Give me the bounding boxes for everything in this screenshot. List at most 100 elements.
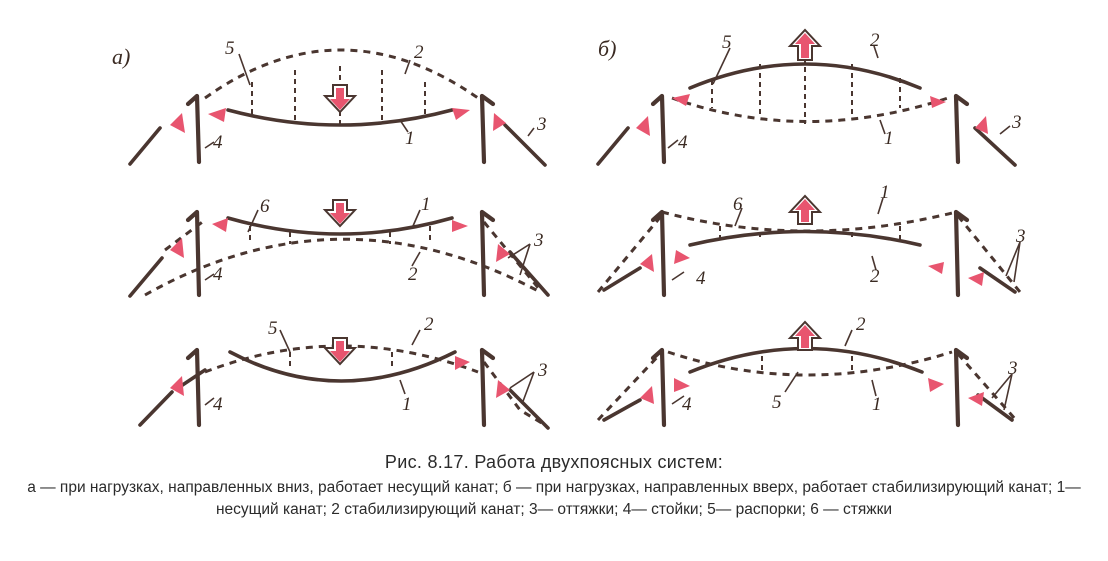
force-stay-left — [636, 116, 650, 136]
cable-2-stabilizing — [144, 237, 541, 297]
callout-6: 6 — [733, 194, 743, 215]
cable-2-stabilizing — [688, 62, 922, 90]
force-right — [928, 262, 944, 274]
post-right — [953, 93, 970, 165]
force-left — [672, 94, 690, 106]
callout-4: 4 — [682, 394, 692, 415]
post-left — [185, 347, 202, 428]
stay-left — [602, 398, 642, 422]
callout-3: 3 — [537, 360, 548, 381]
callout-4: 4 — [696, 268, 706, 289]
post-right — [953, 209, 970, 298]
diagram-b-row-1: 5 2 1 4 3 — [596, 28, 1022, 167]
callout-3: 3 — [1007, 358, 1018, 379]
post-left — [650, 209, 667, 298]
cable-1-bearing — [228, 350, 457, 383]
stay-left — [128, 256, 164, 298]
callout-4: 4 — [678, 132, 688, 153]
force-stay-right — [493, 113, 506, 131]
callout-2: 2 — [870, 266, 880, 287]
callout-1: 1 — [405, 128, 415, 149]
callout-3: 3 — [1011, 112, 1022, 133]
force-left — [674, 250, 690, 264]
cable-2-stabilizing — [204, 48, 479, 100]
diagram-b-row-3: 2 5 1 4 3 — [596, 314, 1018, 428]
cable-1-bearing — [671, 96, 949, 123]
callout-1: 1 — [421, 194, 431, 215]
stay-left — [596, 126, 630, 166]
callout-2: 2 — [424, 314, 434, 335]
diagram-a-row-3: 5 2 1 4 3 — [138, 314, 550, 430]
diagram-b-row-2: 6 1 2 4 3 — [596, 182, 1026, 298]
cable-2-stabilizing — [688, 229, 922, 247]
stay-left — [128, 126, 162, 166]
force-right — [930, 96, 946, 108]
force-left — [674, 378, 690, 392]
stay-right — [508, 250, 550, 297]
stay-right — [503, 123, 547, 167]
force-stay-right — [968, 392, 984, 406]
panel-label-b: б) — [598, 36, 616, 61]
callout-1: 1 — [884, 128, 894, 149]
ties — [719, 226, 901, 244]
force-stay-left — [640, 386, 654, 404]
diagram-a-row-2: 6 1 2 4 3 — [128, 194, 550, 298]
post-left — [185, 93, 202, 165]
callout-1: 1 — [402, 394, 412, 415]
cable-systems-figure: а) б) 5 2 1 4 3 — [112, 28, 1026, 430]
callout-5: 5 — [722, 32, 732, 53]
stay-left-dashed — [596, 350, 664, 422]
stay-left — [602, 266, 642, 292]
diagram-a-row-1: 5 2 1 4 3 — [128, 38, 547, 167]
struts — [289, 352, 393, 368]
stay-left-dashed — [596, 214, 664, 293]
callout-5: 5 — [225, 38, 235, 59]
callout-3: 3 — [1015, 226, 1026, 247]
force-stay-right — [496, 244, 510, 262]
post-left — [650, 93, 667, 165]
stay-right-dashed — [956, 353, 1018, 421]
callout-1: 1 — [872, 394, 882, 415]
force-stay-right — [496, 380, 510, 398]
stay-right — [978, 266, 1017, 294]
cable-1-bearing — [226, 216, 454, 236]
callout-4: 4 — [213, 132, 223, 153]
callout-4: 4 — [213, 394, 223, 415]
stay-left-dashed — [164, 218, 206, 252]
callout-2: 2 — [856, 314, 866, 335]
post-left — [650, 347, 667, 428]
callout-4: 4 — [213, 264, 223, 285]
panel-label-a: а) — [112, 44, 130, 69]
post-right — [479, 93, 496, 165]
cable-1-bearing — [667, 350, 953, 377]
callout-3: 3 — [536, 114, 547, 135]
force-right — [928, 378, 944, 392]
force-stay-left — [170, 113, 185, 133]
post-right — [479, 347, 496, 428]
post-right — [953, 347, 970, 428]
stay-right — [973, 126, 1017, 167]
stay-right-dashed — [956, 215, 1022, 293]
post-left — [185, 209, 202, 298]
struts — [761, 356, 853, 372]
struts — [711, 58, 901, 124]
callout-5: 5 — [268, 318, 278, 339]
force-stay-right — [968, 272, 984, 286]
force-stay-left — [170, 238, 184, 258]
force-right — [452, 220, 468, 232]
force-left — [212, 218, 228, 232]
callout-6: 6 — [260, 196, 270, 217]
force-stay-right — [975, 116, 988, 134]
force-right — [452, 108, 470, 120]
stay-right — [976, 393, 1014, 422]
stay-left — [138, 390, 174, 427]
callout-1: 1 — [880, 182, 890, 203]
force-left — [208, 108, 226, 122]
callout-2: 2 — [408, 264, 418, 285]
stay-right-dashed — [482, 361, 546, 427]
callout-2: 2 — [870, 30, 880, 51]
force-stay-left — [640, 254, 654, 272]
stay-right — [508, 388, 550, 430]
caption-title: Рис. 8.17. Работа двухпоясных систем: — [384, 452, 724, 472]
figure-caption: Рис. 8.17. Работа двухпоясных систем: а … — [0, 452, 1108, 521]
